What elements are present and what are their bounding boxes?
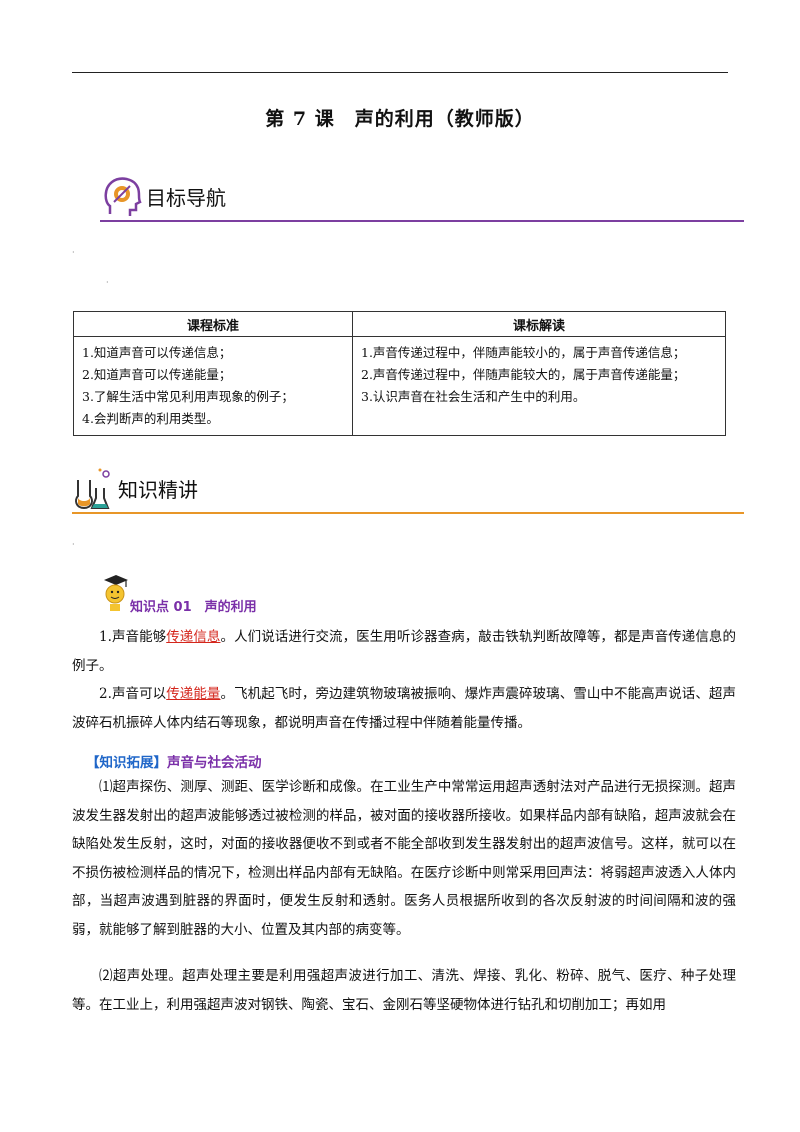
paragraph-energy: 2.声音可以传递能量。飞机起飞时，旁边建筑物玻璃被振响、爆炸声震碎玻璃、雪山中不…: [72, 680, 736, 737]
paragraph-ultrasound-processing: ⑵超声处理。超声处理主要是利用强超声波进行加工、清洗、焊接、乳化、粉碎、脱气、医…: [72, 968, 736, 1013]
section-title-goals: 目标导航: [146, 186, 226, 210]
list-item: 2.知道声音可以传递能量；: [82, 367, 232, 382]
table-cell-standards: 1.知道声音可以传递信息； 2.知道声音可以传递能量； 3.了解生活中常见利用声…: [73, 336, 353, 436]
section-underline: [72, 512, 744, 514]
knowledge-extension-header: 【知识拓展】声音与社会活动: [86, 751, 262, 771]
paragraph-text: 2.声音可以: [99, 686, 167, 702]
page-title: 第 7 课 声的利用（教师版）: [265, 108, 535, 130]
list-item: 1.声音传递过程中，伴随声能较小的，属于声音传递信息；: [361, 345, 686, 360]
top-rule: [72, 72, 728, 73]
bullet-dot: ·: [72, 540, 75, 549]
knowledge-point-title: 知识点 01 声的利用: [130, 600, 257, 615]
highlight-term: 传递信息: [166, 629, 221, 645]
section-header-knowledge: 知识精讲: [72, 466, 744, 514]
section-title-knowledge: 知识精讲: [118, 478, 198, 502]
paragraph-text: 。飞机起飞时，旁边建筑物玻璃被振响、爆炸声震碎玻璃、雪山中不能高声说话、超声波碎…: [72, 686, 736, 731]
knowledge-point-header: 知识点 01 声的利用: [100, 574, 400, 615]
extension-title: 声音与社会活动: [167, 755, 262, 771]
bullet-dot: ·: [106, 278, 109, 287]
extension-bracket: 【知识拓展】: [86, 755, 167, 771]
flask-icon: [72, 466, 114, 512]
standards-table: 课程标准 课标解读 1.知道声音可以传递信息； 2.知道声音可以传递能量； 3.…: [73, 311, 726, 436]
list-item: 2.声音传递过程中，伴随声能较大的，属于声音传递能量；: [361, 367, 686, 382]
bullet-dot: ·: [72, 248, 75, 257]
list-item: 1.知道声音可以传递信息；: [82, 345, 232, 360]
table-header: 课程标准: [73, 311, 353, 337]
list-item: 3.认识声音在社会生活和产生中的利用。: [361, 389, 586, 404]
section-underline: [100, 220, 744, 222]
section-header-goals: 目标导航: [72, 174, 744, 222]
paragraph-text: 。人们说话进行交流，医生用听诊器查病，敲击铁轨判断故障等，都是声音传递信息的例子…: [72, 629, 736, 674]
table-header: 课标解读: [352, 311, 726, 337]
highlight-term: 传递能量: [166, 686, 221, 702]
paragraph-information: 1.声音能够传递信息。人们说话进行交流，医生用听诊器查病，敲击铁轨判断故障等，都…: [72, 623, 736, 680]
graduate-icon: [104, 575, 128, 611]
list-item: 4.会判断声的利用类型。: [82, 411, 219, 426]
paragraph-text: 1.声音能够: [99, 629, 167, 645]
list-item: 3.了解生活中常见利用声现象的例子；: [82, 389, 294, 404]
table-cell-interpretation: 1.声音传递过程中，伴随声能较小的，属于声音传递信息； 2.声音传递过程中，伴随…: [352, 336, 726, 436]
paragraph-ultrasound-detection: ⑴超声探伤、测厚、测距、医学诊断和成像。在工业生产中常常运用超声透射法对产品进行…: [72, 779, 736, 938]
head-gear-icon: [102, 174, 144, 220]
